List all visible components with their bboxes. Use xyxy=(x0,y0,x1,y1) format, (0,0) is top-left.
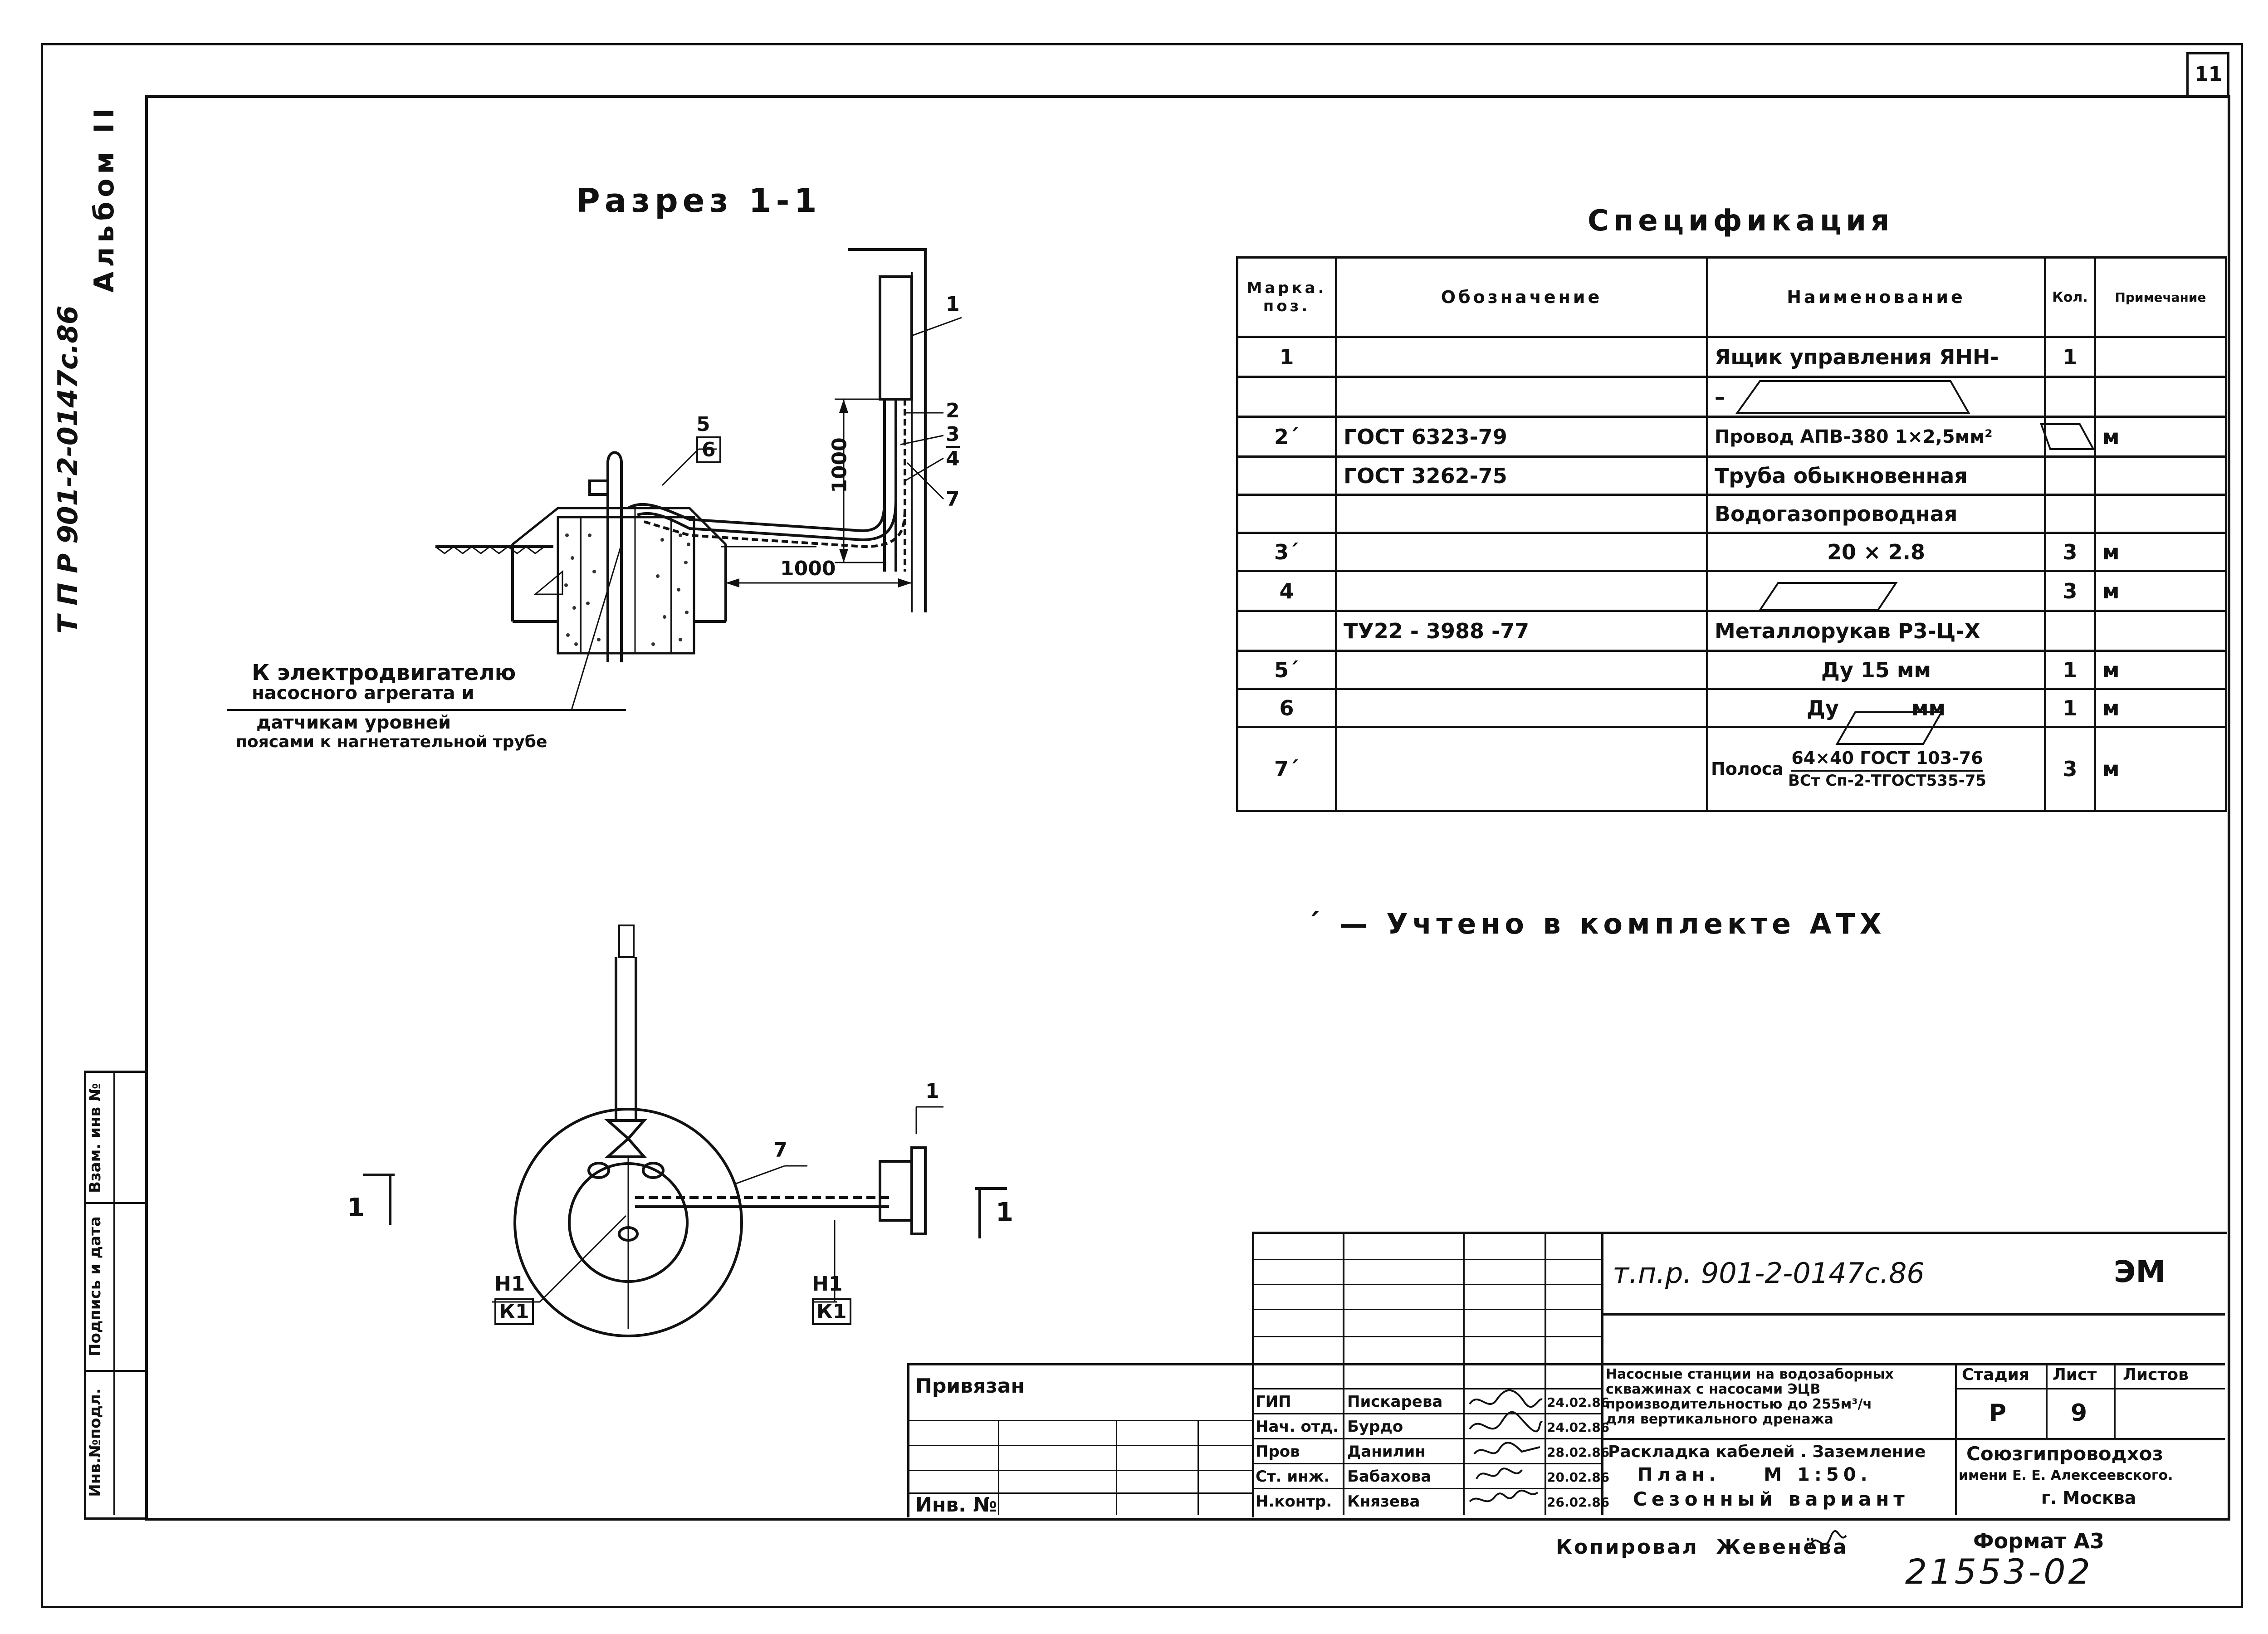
name-babahova: Бабахова xyxy=(1347,1468,1432,1486)
sheet-title-1: Раскладка кабелей . Заземление xyxy=(1608,1443,1926,1461)
stage-label: Стадия xyxy=(1962,1365,2029,1384)
date-1: 24.02.86 xyxy=(1547,1395,1610,1410)
label-k1-left: К1 xyxy=(494,1298,534,1325)
label-h1-left: Н1 xyxy=(494,1272,525,1296)
name-knyazeva: Князева xyxy=(1347,1492,1420,1511)
inv-label: Инв. № xyxy=(915,1493,997,1517)
lists-label: Листов xyxy=(2123,1365,2189,1384)
list-label: Лист xyxy=(2053,1365,2097,1384)
table-row: – xyxy=(1236,376,2227,418)
project-4: для вертикального дренажа xyxy=(1606,1411,1833,1427)
role-nkontr: Н.контр. xyxy=(1256,1492,1332,1511)
inner-border xyxy=(145,95,2230,1521)
spec-header-name: Наименование xyxy=(1706,256,2046,338)
sheet-title-3: Сезонный вариант xyxy=(1633,1488,1909,1510)
doc-code: т.п.р. 901-2-0147с.86 xyxy=(1613,1257,1925,1290)
plan-callout-1: 1 xyxy=(925,1080,939,1103)
role-nach: Нач. отд. xyxy=(1256,1418,1339,1436)
note-motor-4: поясами к нагнетательной трубе xyxy=(236,733,547,751)
spec-header-note: Примечание xyxy=(2094,256,2227,338)
date-5: 26.02.86 xyxy=(1547,1495,1610,1510)
privyazan-block xyxy=(907,1363,1254,1517)
spec-header-pos: Марка. поз. xyxy=(1236,256,1337,338)
table-row: Водогазопроводная xyxy=(1236,494,2227,534)
format-label: Формат А3 xyxy=(1973,1529,2105,1553)
table-row: 2´ ГОСТ 6323-79 Провод АПВ-380 1×2,5мм² … xyxy=(1236,416,2227,458)
date-2: 24.02.86 xyxy=(1547,1420,1610,1435)
table-row: 5´ Ду 15 мм 1 м xyxy=(1236,650,2227,690)
note-motor-1: К электродвигателю xyxy=(252,660,516,685)
spec-header-qty: Кол. xyxy=(2044,256,2096,338)
project-3: производительностью до 255м³/ч xyxy=(1606,1396,1872,1412)
role-gip: ГИП xyxy=(1256,1393,1291,1411)
table-row: 4 3 м xyxy=(1236,570,2227,612)
section-mark-right: 1 xyxy=(996,1198,1013,1227)
callout-3: 3 xyxy=(946,423,960,448)
callout-4: 4 xyxy=(946,447,960,470)
sheet-title-2: План. М 1:50. xyxy=(1637,1464,1872,1485)
project-2: скважинах с насосами ЭЦВ xyxy=(1606,1381,1821,1397)
side-stamp xyxy=(84,1071,147,1520)
section-title: Разрез 1-1 xyxy=(576,181,821,220)
copied-by: Копировал Жевенёва xyxy=(1556,1536,1848,1559)
section-mark-left: 1 xyxy=(347,1193,365,1223)
org-2: имени Е. Е. Алексеевского. xyxy=(1959,1468,2173,1483)
name-piskareva: Пискарева xyxy=(1347,1393,1443,1411)
archive-number: 21553-02 xyxy=(1905,1551,2093,1592)
dim-horizontal: 1000 xyxy=(780,557,836,580)
table-row: 7´ Полоса 64×40 ГОСТ 103-76 ВСт Сп-2-ТГО… xyxy=(1236,726,2227,812)
note-motor-2: насосного агрегата и xyxy=(252,683,474,704)
project-1: Насосные станции на водозаборных xyxy=(1606,1366,1894,1382)
callout-2: 2 xyxy=(946,399,960,422)
spec-table: Марка. поз. Обозначение Наименование Кол… xyxy=(1236,256,2227,812)
table-row: 1 Ящик управления ЯНН- 1 xyxy=(1236,336,2227,378)
callout-1: 1 xyxy=(946,293,960,316)
spec-footnote: ´ — Учтено в комплекте АТХ xyxy=(1306,907,1886,940)
list-value: 9 xyxy=(2071,1399,2087,1427)
privyazan-label: Привязан xyxy=(915,1375,1025,1398)
note-motor-3: датчикам уровней xyxy=(256,712,451,733)
callout-6: 6 xyxy=(696,436,721,463)
callout-5: 5 xyxy=(696,413,710,436)
sheet-number-box xyxy=(2186,52,2229,98)
spec-header-row: Марка. поз. Обозначение Наименование Кол… xyxy=(1236,256,2227,338)
titleblock xyxy=(1252,1232,2227,1517)
role-prov: Пров xyxy=(1256,1443,1300,1461)
table-row: ГОСТ 3262-75 Труба обыкновенная xyxy=(1236,455,2227,496)
wall-line xyxy=(848,248,927,612)
date-3: 28.02.86 xyxy=(1547,1445,1610,1460)
doc-mark: ЭМ xyxy=(2114,1254,2166,1289)
org-1: Союзгипроводхоз xyxy=(1966,1443,2163,1465)
stage-value: Р xyxy=(1989,1399,2007,1427)
table-row: 3´ 20 × 2.8 3 м xyxy=(1236,532,2227,572)
callout-7: 7 xyxy=(946,488,960,511)
table-row: 6 Ду мм 1 м xyxy=(1236,688,2227,728)
label-h1-right: Н1 xyxy=(812,1272,843,1296)
date-4: 20.02.86 xyxy=(1547,1470,1610,1485)
name-burdo: Бурдо xyxy=(1347,1418,1403,1436)
outer-border xyxy=(41,43,2243,1608)
sheet-number: 11 xyxy=(2195,63,2223,86)
label-k1-right: К1 xyxy=(812,1298,851,1325)
role-stinzh: Ст. инж. xyxy=(1256,1468,1330,1486)
org-3: г. Москва xyxy=(2041,1488,2136,1508)
table-row: ТУ22 - 3988 -77 Металлорукав Р3-Ц-Х xyxy=(1236,610,2227,652)
plan-callout-7: 7 xyxy=(773,1139,787,1162)
spec-title: Спецификация xyxy=(1588,204,1894,238)
name-danilin: Данилин xyxy=(1347,1443,1426,1461)
spec-header-code: Обозначение xyxy=(1335,256,1708,338)
